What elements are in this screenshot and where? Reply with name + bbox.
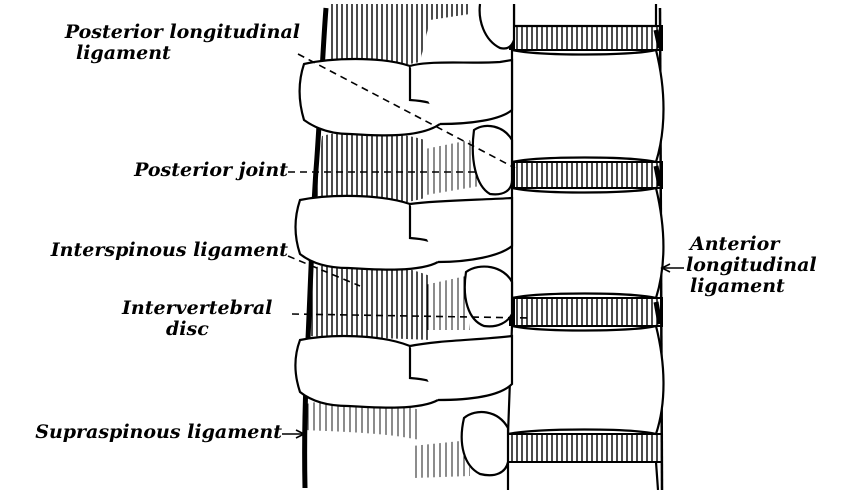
label-posterior-longitudinal-ligament: Posterior longitudinal ligament bbox=[30, 22, 300, 64]
spinous-processes bbox=[296, 4, 515, 408]
label-line: longitudinal bbox=[686, 255, 836, 276]
label-intervertebral-disc: Intervertebral disc bbox=[122, 298, 292, 340]
label-supraspinous-ligament: Supraspinous ligament bbox=[4, 422, 282, 443]
label-posterior-joint: Posterior joint bbox=[100, 160, 288, 181]
label-line: Posterior longitudinal bbox=[30, 22, 300, 43]
label-interspinous-ligament: Interspinous ligament bbox=[10, 240, 288, 261]
label-line: ligament bbox=[30, 43, 300, 64]
vertebral-bodies bbox=[508, 4, 664, 490]
label-line: disc bbox=[122, 319, 292, 340]
label-line: ligament bbox=[686, 276, 836, 297]
label-anterior-longitudinal-ligament: Anterior longitudinal ligament bbox=[686, 234, 836, 297]
label-line: Anterior bbox=[686, 234, 836, 255]
label-line: Intervertebral bbox=[122, 298, 292, 319]
